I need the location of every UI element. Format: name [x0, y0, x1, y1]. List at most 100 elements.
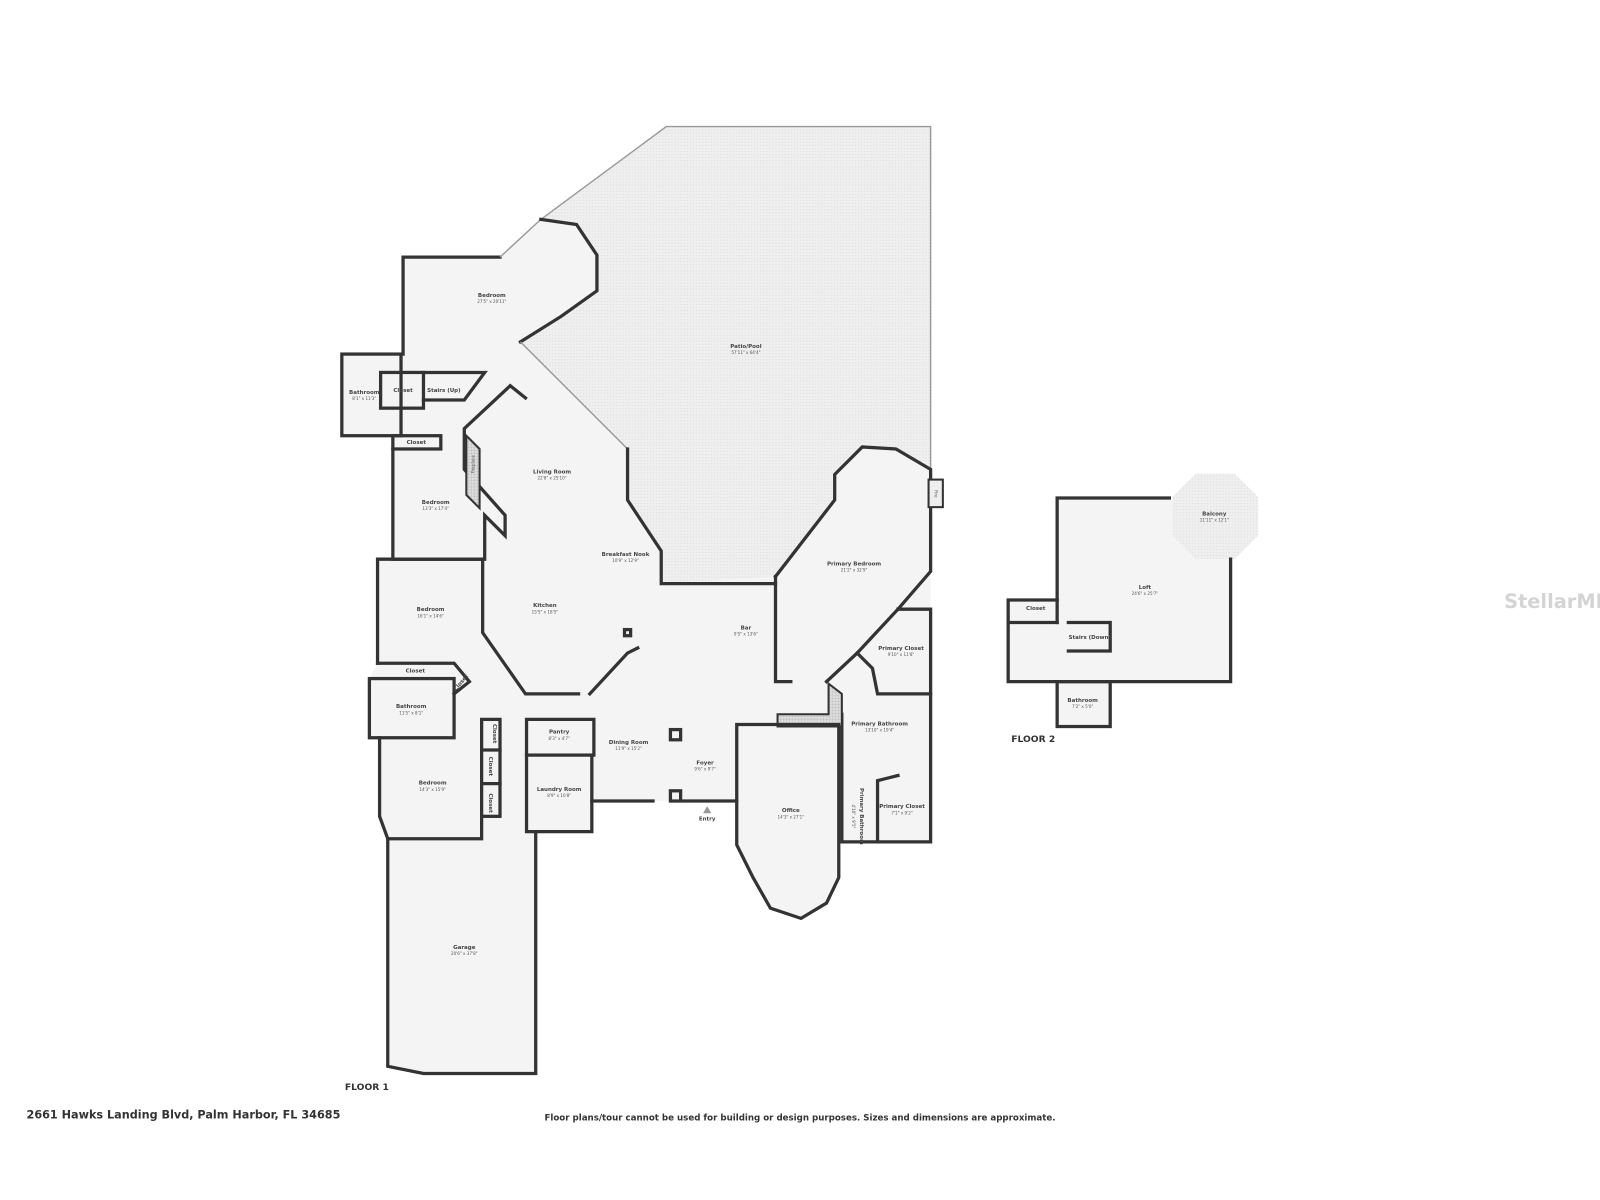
svg-text:13'10" x 19'4": 13'10" x 19'4"	[865, 728, 894, 733]
room-stairs-down: Stairs (Down)	[1069, 635, 1112, 641]
svg-text:Kitchen: Kitchen	[533, 603, 557, 609]
svg-text:Garage: Garage	[453, 945, 476, 951]
floor-2	[1006, 473, 1259, 729]
svg-text:27'5" x 20'11": 27'5" x 20'11"	[477, 299, 506, 304]
svg-text:Breakfast Nook: Breakfast Nook	[602, 552, 650, 558]
svg-text:Bathroom: Bathroom	[1067, 698, 1098, 704]
svg-text:Office: Office	[782, 808, 800, 814]
svg-text:Bathroom: Bathroom	[396, 704, 427, 710]
svg-text:Bedroom: Bedroom	[417, 607, 445, 613]
balcony-area	[1172, 473, 1259, 560]
entry-label: Entry	[699, 816, 716, 822]
svg-text:4'10" x 9'5": 4'10" x 9'5"	[851, 804, 856, 828]
svg-text:Balcony: Balcony	[1202, 511, 1227, 517]
svg-text:Closet: Closet	[487, 793, 493, 813]
svg-text:Laundry Room: Laundry Room	[537, 787, 582, 793]
room-closet-2: Closet	[407, 440, 427, 446]
room-closet-3: Closet	[406, 668, 426, 674]
svg-text:Bedroom: Bedroom	[422, 500, 450, 506]
room-closet-1: Closet	[393, 388, 413, 394]
svg-text:8'1" x 11'3": 8'1" x 11'3"	[352, 396, 376, 401]
svg-text:Bathroom: Bathroom	[349, 390, 380, 396]
patio-pool-area	[520, 126, 931, 584]
svg-text:Bedroom: Bedroom	[419, 781, 447, 787]
svg-text:20'6" x 37'8": 20'6" x 37'8"	[451, 951, 478, 956]
watermark: StellarMLS	[1504, 590, 1600, 613]
floor-1-label: FLOOR 1	[345, 1082, 389, 1093]
room-closet-6: Closet	[487, 757, 493, 777]
svg-text:14'3" x 15'9": 14'3" x 15'9"	[419, 787, 446, 792]
fireplace-label: Fireplace	[470, 455, 475, 474]
svg-text:Closet: Closet	[406, 668, 426, 674]
entry-arrow-icon	[703, 806, 712, 814]
room-closet-5: Closet	[491, 724, 497, 744]
svg-text:24'6" x 25'7": 24'6" x 25'7"	[1132, 591, 1159, 596]
svg-text:Dining Room: Dining Room	[609, 740, 649, 746]
room-closet-7: Closet	[487, 793, 493, 813]
svg-text:9'10" x 11'8": 9'10" x 11'8"	[888, 652, 915, 657]
svg-text:Foyer: Foyer	[696, 760, 714, 766]
svg-text:Stairs (Down): Stairs (Down)	[1069, 635, 1112, 641]
house-floor	[341, 219, 931, 1074]
svg-text:Closet: Closet	[491, 724, 497, 744]
svg-text:Closet: Closet	[1026, 606, 1046, 612]
room-closet-f2: Closet	[1026, 606, 1046, 612]
fire-label: Fire	[934, 490, 939, 498]
svg-text:15'5" x 18'5": 15'5" x 18'5"	[532, 609, 559, 614]
svg-text:Bedroom: Bedroom	[478, 293, 506, 299]
svg-text:10'9" x 12'9": 10'9" x 12'9"	[612, 558, 639, 563]
svg-text:Primary Bathroom: Primary Bathroom	[851, 722, 908, 728]
address: 2661 Hawks Landing Blvd, Palm Harbor, FL…	[27, 1108, 341, 1121]
room-stairs-up: Stairs (Up)	[427, 388, 461, 394]
svg-text:9'5" x 13'6": 9'5" x 13'6"	[734, 632, 758, 637]
svg-text:8'3" x 4'7": 8'3" x 4'7"	[548, 736, 570, 741]
svg-text:Patio/Pool: Patio/Pool	[730, 344, 761, 350]
svg-text:11'5" x 8'1": 11'5" x 8'1"	[399, 710, 423, 715]
svg-text:Primary Closet: Primary Closet	[879, 804, 925, 810]
svg-text:16'1" x 14'6": 16'1" x 14'6"	[417, 613, 444, 618]
svg-text:Primary Bathroom: Primary Bathroom	[858, 788, 864, 845]
svg-text:Closet: Closet	[487, 757, 493, 777]
svg-text:21'2" x 32'9": 21'2" x 32'9"	[841, 567, 868, 572]
floor-1	[340, 125, 944, 1076]
svg-text:Closet: Closet	[407, 440, 427, 446]
svg-text:Stairs (Up): Stairs (Up)	[427, 388, 461, 394]
svg-text:Bar: Bar	[741, 626, 752, 632]
svg-text:Closet: Closet	[393, 388, 413, 394]
svg-text:11'9" x 15'2": 11'9" x 15'2"	[615, 746, 642, 751]
disclaimer: Floor plans/tour cannot be used for buil…	[544, 1113, 1055, 1123]
svg-text:Primary Bedroom: Primary Bedroom	[827, 561, 881, 567]
svg-text:Pantry: Pantry	[549, 730, 570, 736]
svg-text:Primary Closet: Primary Closet	[878, 646, 924, 652]
svg-text:8'9" x 10'8": 8'9" x 10'8"	[547, 793, 571, 798]
svg-text:11'11" x 12'1": 11'11" x 12'1"	[1200, 517, 1229, 522]
svg-text:13'3" x 17'4": 13'3" x 17'4"	[422, 506, 449, 511]
svg-text:7'2" x 5'0": 7'2" x 5'0"	[1072, 704, 1094, 709]
